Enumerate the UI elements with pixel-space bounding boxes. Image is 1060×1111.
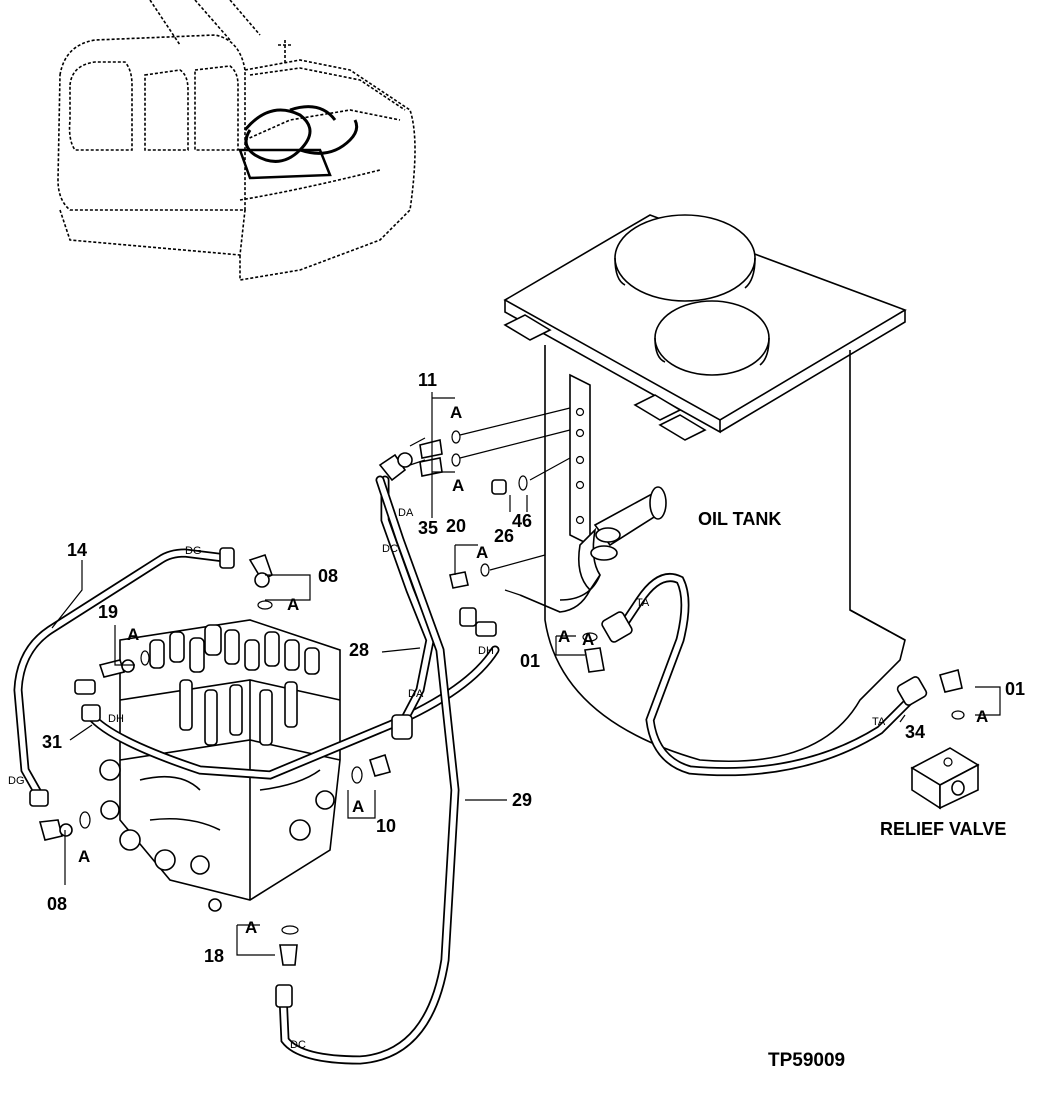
hose-code-da: DA bbox=[408, 688, 424, 700]
a-mark: A bbox=[476, 543, 488, 562]
callout-19: 19 bbox=[98, 602, 118, 622]
excavator-locator-view bbox=[57, 0, 416, 281]
port-leader-lines bbox=[409, 407, 571, 571]
a-mark: A bbox=[450, 403, 462, 422]
hose-code-dc: DC bbox=[382, 543, 398, 555]
callout-26: 26 bbox=[494, 526, 514, 546]
oil-tank bbox=[503, 214, 907, 763]
a-mark: A bbox=[127, 625, 139, 644]
hoses bbox=[13, 475, 915, 1065]
oil-tank-label: OIL TANK bbox=[698, 509, 781, 529]
callout-01-tank: 01 bbox=[520, 651, 540, 671]
callout-35: 35 bbox=[418, 518, 438, 538]
control-valve bbox=[99, 619, 341, 912]
labels: OIL TANK RELIEF VALVE TP59009 11 35 20 2… bbox=[8, 370, 1025, 1071]
callout-08-top: 08 bbox=[318, 566, 338, 586]
callout-31: 31 bbox=[42, 732, 62, 752]
a-mark: A bbox=[287, 595, 299, 614]
hose-code-dc: DC bbox=[290, 1039, 306, 1051]
a-mark: A bbox=[976, 707, 988, 726]
a-mark: A bbox=[245, 918, 257, 937]
a-mark: A bbox=[582, 630, 594, 649]
callout-34: 34 bbox=[905, 722, 925, 742]
callout-11: 11 bbox=[418, 370, 437, 390]
callout-14: 14 bbox=[67, 540, 87, 560]
callout-29: 29 bbox=[512, 790, 532, 810]
hose-code-da: DA bbox=[398, 507, 414, 519]
drawing-number: TP59009 bbox=[768, 1050, 845, 1071]
callout-08-bottom: 08 bbox=[47, 894, 67, 914]
hose-code-dh: DH bbox=[108, 713, 124, 725]
relief-valve-label: RELIEF VALVE bbox=[880, 819, 1006, 839]
relief-valve bbox=[910, 747, 980, 810]
hose-code-dg: DG bbox=[8, 775, 25, 787]
callout-20: 20 bbox=[446, 516, 466, 536]
hose-code-ta: TA bbox=[872, 716, 886, 728]
callout-01-valve: 01 bbox=[1005, 679, 1025, 699]
hose-code-ta: TA bbox=[636, 597, 650, 609]
a-mark: A bbox=[352, 797, 364, 816]
a-mark: A bbox=[452, 476, 464, 495]
callout-brackets bbox=[51, 392, 1001, 956]
callout-28: 28 bbox=[349, 640, 369, 660]
a-mark: A bbox=[78, 847, 90, 866]
hose-code-dh: DH bbox=[478, 645, 494, 657]
hose-code-dg: DG bbox=[185, 545, 202, 557]
callout-46: 46 bbox=[512, 511, 532, 531]
a-mark: A bbox=[558, 627, 570, 646]
callout-10: 10 bbox=[376, 816, 396, 836]
callout-18: 18 bbox=[204, 946, 224, 966]
fittings bbox=[29, 430, 965, 1008]
